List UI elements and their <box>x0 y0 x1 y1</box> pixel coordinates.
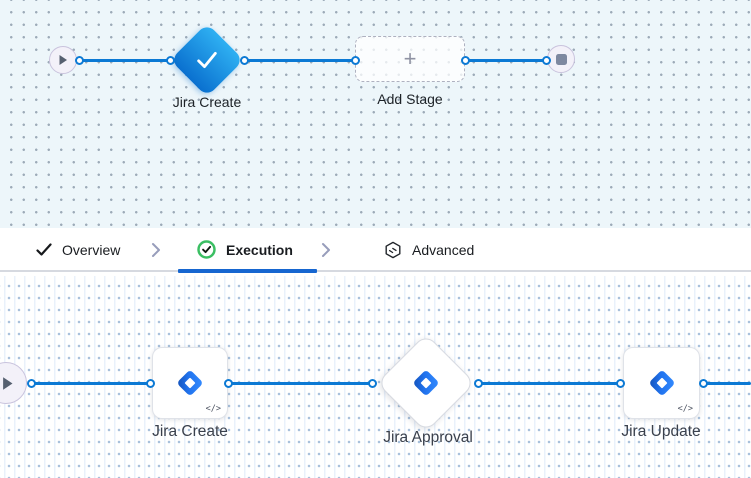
check-circle-icon <box>197 240 216 259</box>
step-node-jira-approval[interactable] <box>376 333 476 433</box>
stop-icon <box>555 53 567 65</box>
jira-logo-icon <box>178 371 202 395</box>
connector-port[interactable] <box>350 55 360 65</box>
connector-port[interactable] <box>26 378 36 388</box>
pipeline-end-node <box>547 45 575 73</box>
connector-port[interactable] <box>473 378 483 388</box>
connector-port[interactable] <box>165 55 175 65</box>
execution-steps-canvas[interactable]: </> Jira Create Jira Approval </> Jira U… <box>0 276 751 478</box>
add-stage-button[interactable]: + <box>355 36 465 82</box>
connector-line <box>478 381 620 385</box>
step-node-jira-create[interactable]: </> <box>152 347 228 419</box>
tab-label: Overview <box>62 241 121 258</box>
step-node-jira-update[interactable]: </> <box>623 347 700 419</box>
stage-label: Jira Create <box>172 94 242 110</box>
stage-tab-bar: Overview Execution Advanced <box>0 228 751 276</box>
code-icon: </> <box>205 404 221 414</box>
step-label: Jira Approval <box>383 429 473 446</box>
connector-port[interactable] <box>367 378 377 388</box>
connector-line <box>31 381 150 385</box>
chevron-right-icon <box>152 243 160 257</box>
connector-port[interactable] <box>223 378 233 388</box>
connector-port[interactable] <box>698 378 708 388</box>
step-label: Jira Create <box>152 423 228 440</box>
connector-line <box>79 58 170 62</box>
pipeline-start-node <box>49 46 77 74</box>
connector-port[interactable] <box>460 55 470 65</box>
jira-logo-icon <box>414 371 438 395</box>
connector-line <box>228 381 372 385</box>
active-tab-indicator <box>178 269 317 273</box>
connector-port[interactable] <box>145 378 155 388</box>
step-label: Jira Update <box>621 423 701 440</box>
hexagon-icon <box>385 241 401 258</box>
tab-label: Advanced <box>412 241 475 258</box>
play-icon <box>59 55 67 65</box>
tab-advanced[interactable]: Advanced <box>384 228 474 271</box>
add-stage-label: Add Stage <box>377 91 443 107</box>
stage-node-jira-create[interactable] <box>170 23 244 97</box>
connector-line <box>465 58 546 62</box>
pipeline-stages-canvas[interactable]: Jira Create + Add Stage <box>0 0 751 228</box>
tab-overview[interactable]: Overview <box>36 228 120 271</box>
connector-line <box>244 58 355 62</box>
code-icon: </> <box>677 404 693 414</box>
check-icon <box>36 242 52 256</box>
chevron-right-icon <box>322 243 330 257</box>
execution-start-node <box>0 362 27 404</box>
connector-port[interactable] <box>615 378 625 388</box>
connector-port[interactable] <box>541 55 551 65</box>
tab-bar-divider <box>0 270 751 272</box>
jira-logo-icon <box>649 371 674 395</box>
play-icon <box>3 376 13 390</box>
connector-port[interactable] <box>74 55 84 65</box>
check-icon <box>197 51 217 69</box>
connector-line <box>703 381 751 385</box>
tab-label: Execution <box>226 241 293 258</box>
tab-execution[interactable]: Execution <box>197 228 293 271</box>
connector-port[interactable] <box>239 55 249 65</box>
plus-icon: + <box>403 46 417 71</box>
